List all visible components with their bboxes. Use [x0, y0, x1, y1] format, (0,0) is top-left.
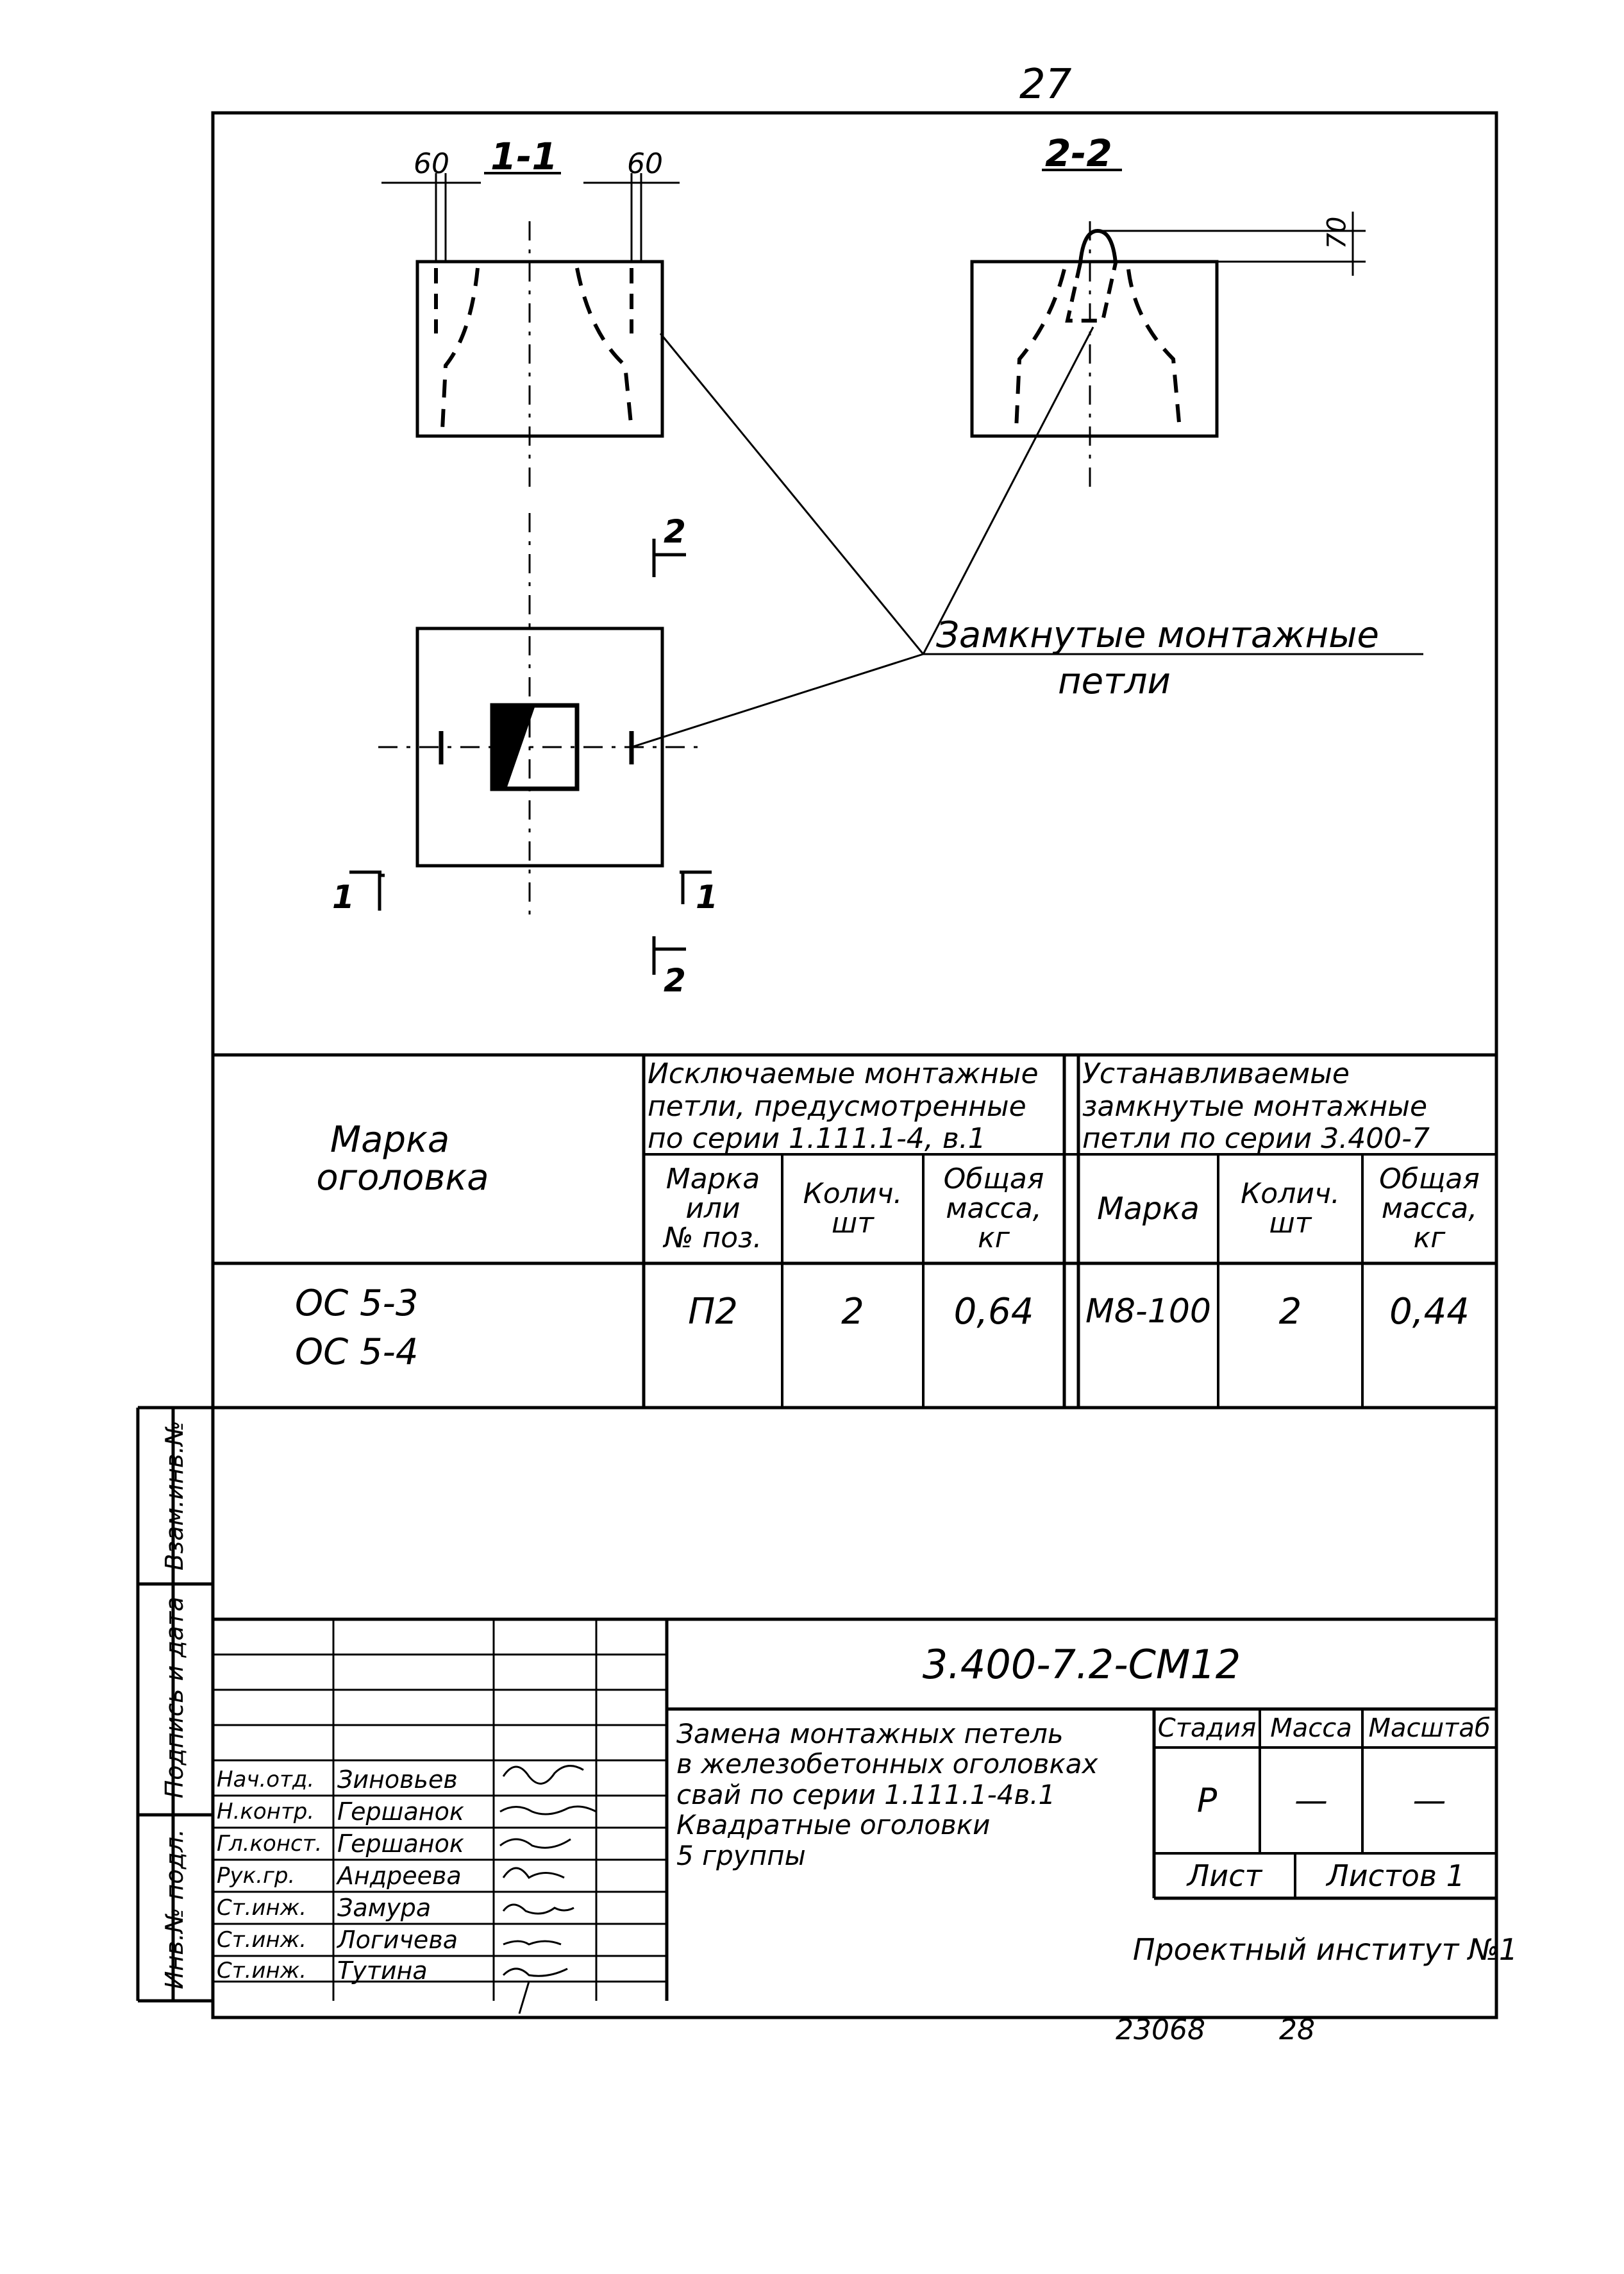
inst-mark-value: М8-100 — [1085, 1292, 1211, 1331]
section-label-1-1: 1-1 — [490, 135, 558, 178]
sheet-label: Лист — [1187, 1858, 1262, 1893]
staff-name-2: Гершанок — [337, 1798, 464, 1826]
staff-role-5: Ст.инж. — [217, 1895, 307, 1921]
staff-role-4: Рук.гр. — [217, 1863, 296, 1889]
sub-header-qty-excl: Колич.шт — [803, 1177, 903, 1240]
section-1-1 — [381, 172, 680, 487]
staff-name-4: Андреева — [337, 1862, 462, 1890]
excl-mass-value: 0,64 — [953, 1290, 1034, 1333]
signatures — [499, 1765, 597, 2014]
brand-column-header: Марка оголовка — [316, 1118, 489, 1199]
title-block-grid — [213, 1617, 1496, 2001]
sub-header-qty-inst: Колич.шт — [1241, 1177, 1340, 1240]
dim-60-right: 60 — [627, 147, 663, 180]
drawing-code: 3.400-7.2-СМ12 — [922, 1640, 1241, 1688]
stage-value: Р — [1196, 1781, 1218, 1820]
brand-value-2: ОС 5-4 — [295, 1331, 419, 1373]
staff-role-3: Гл.конст. — [217, 1831, 322, 1857]
page-number: 27 — [1019, 61, 1072, 108]
inst-qty-value: 2 — [1278, 1290, 1302, 1333]
footer-doc-number: 23068 — [1116, 2014, 1205, 2046]
cut-mark-1-right: 1 — [696, 879, 718, 916]
mass-value: — — [1294, 1781, 1328, 1820]
side-label-sign-date: Подпись и дата — [160, 1596, 188, 1799]
organization-name: Проектный институт №1 — [1132, 1932, 1518, 1967]
staff-role-2: Н.контр. — [217, 1799, 315, 1824]
section-label-2-2: 2-2 — [1045, 131, 1112, 175]
plan-view — [349, 513, 712, 975]
section-2-2 — [970, 169, 1366, 487]
stage-label: Стадия — [1157, 1714, 1257, 1743]
scale-value: — — [1412, 1781, 1446, 1820]
excluded-loops-header: Исключаемые монтажные петли, предусмотре… — [648, 1057, 1039, 1156]
brand-value-1: ОС 5-3 — [295, 1283, 419, 1324]
dim-70: 70 — [1322, 216, 1352, 249]
excl-mark-value: П2 — [688, 1290, 738, 1333]
mass-label: Масса — [1270, 1714, 1352, 1743]
staff-name-1: Зиновьев — [337, 1765, 458, 1794]
side-label-replace-inv: Взам.инв.№ — [160, 1420, 188, 1571]
cut-mark-1-left: 1 — [332, 879, 355, 916]
cut-mark-2-top: 2 — [664, 513, 686, 550]
callout-label-line2: петли — [1058, 661, 1171, 702]
staff-role-6: Ст.инж. — [217, 1927, 307, 1953]
staff-role-1: Нач.отд. — [217, 1767, 315, 1792]
cut-mark-2-bottom: 2 — [664, 962, 686, 999]
sub-header-mark-inst: Марка — [1097, 1190, 1200, 1227]
drawing-description: Замена монтажных петель в железобетонных… — [676, 1718, 1098, 1871]
staff-name-7: Тутина — [337, 1956, 428, 1985]
staff-name-5: Замура — [337, 1894, 431, 1922]
sheet-frame — [211, 111, 1498, 2019]
footer-page: 28 — [1279, 2014, 1315, 2046]
side-label-inv-sub: Инв.№ подл. — [160, 1828, 188, 1990]
callout-leaders — [631, 326, 1423, 748]
staff-role-7: Ст.инж. — [217, 1957, 307, 1983]
inst-mass-value: 0,44 — [1389, 1290, 1469, 1333]
brand-values: ОС 5-3 ОС 5-4 — [295, 1279, 418, 1376]
callout-label-line1: Замкнутые монтажные — [936, 614, 1379, 656]
scale-label: Масштаб — [1368, 1714, 1491, 1743]
excl-qty-value: 2 — [841, 1290, 864, 1333]
installed-loops-header: Устанавливаемые замкнутые монтажные петл… — [1082, 1057, 1430, 1156]
table-grid — [213, 1055, 1496, 1410]
staff-name-6: Логичева — [337, 1926, 458, 1954]
sheets-label: Листов 1 — [1327, 1858, 1465, 1893]
dim-60-left: 60 — [414, 147, 449, 180]
staff-name-3: Гершанок — [337, 1830, 464, 1858]
side-strip-grid — [136, 1406, 213, 2003]
